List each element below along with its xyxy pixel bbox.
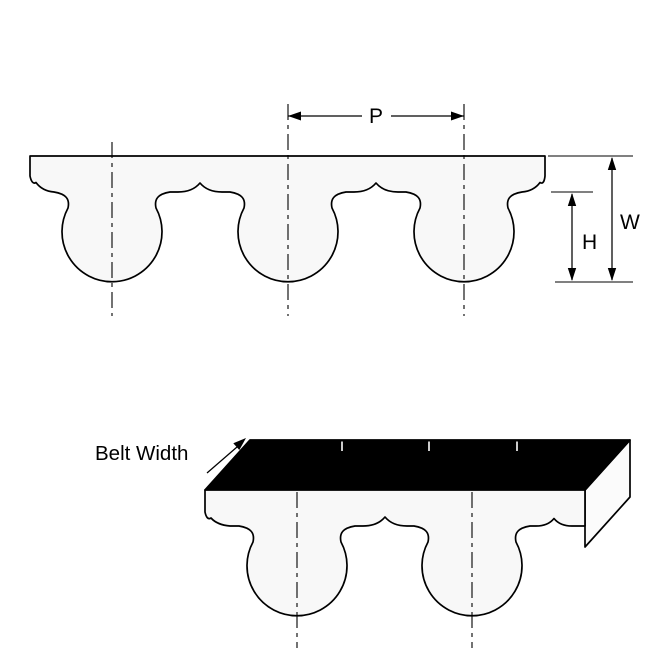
belt-height-label: W [620,211,640,234]
belt-width-arrowhead [233,438,246,450]
height-dimension: H [551,191,597,281]
height-arrowhead-top [567,193,577,206]
pitch-dimension: P [288,105,464,128]
tooth-height-label: H [582,231,597,254]
width-arrowhead-top [607,157,617,170]
pitch-arrowhead-right [451,111,464,121]
belt-top-face [204,439,631,491]
profile-view: P W H [29,104,640,316]
pitch-arrowhead-left [288,111,301,121]
belt-width-annotation: Belt Width [95,438,246,474]
belt-width-arrow-line [206,446,238,474]
belt-width-label: Belt Width [95,442,188,465]
height-arrowhead-bottom [567,268,577,281]
belt-front-profile [204,489,586,617]
width-arrowhead-bottom [607,268,617,281]
width-dimension: W [548,155,640,283]
perspective-view: Belt Width [95,438,631,648]
pitch-label: P [369,105,383,128]
